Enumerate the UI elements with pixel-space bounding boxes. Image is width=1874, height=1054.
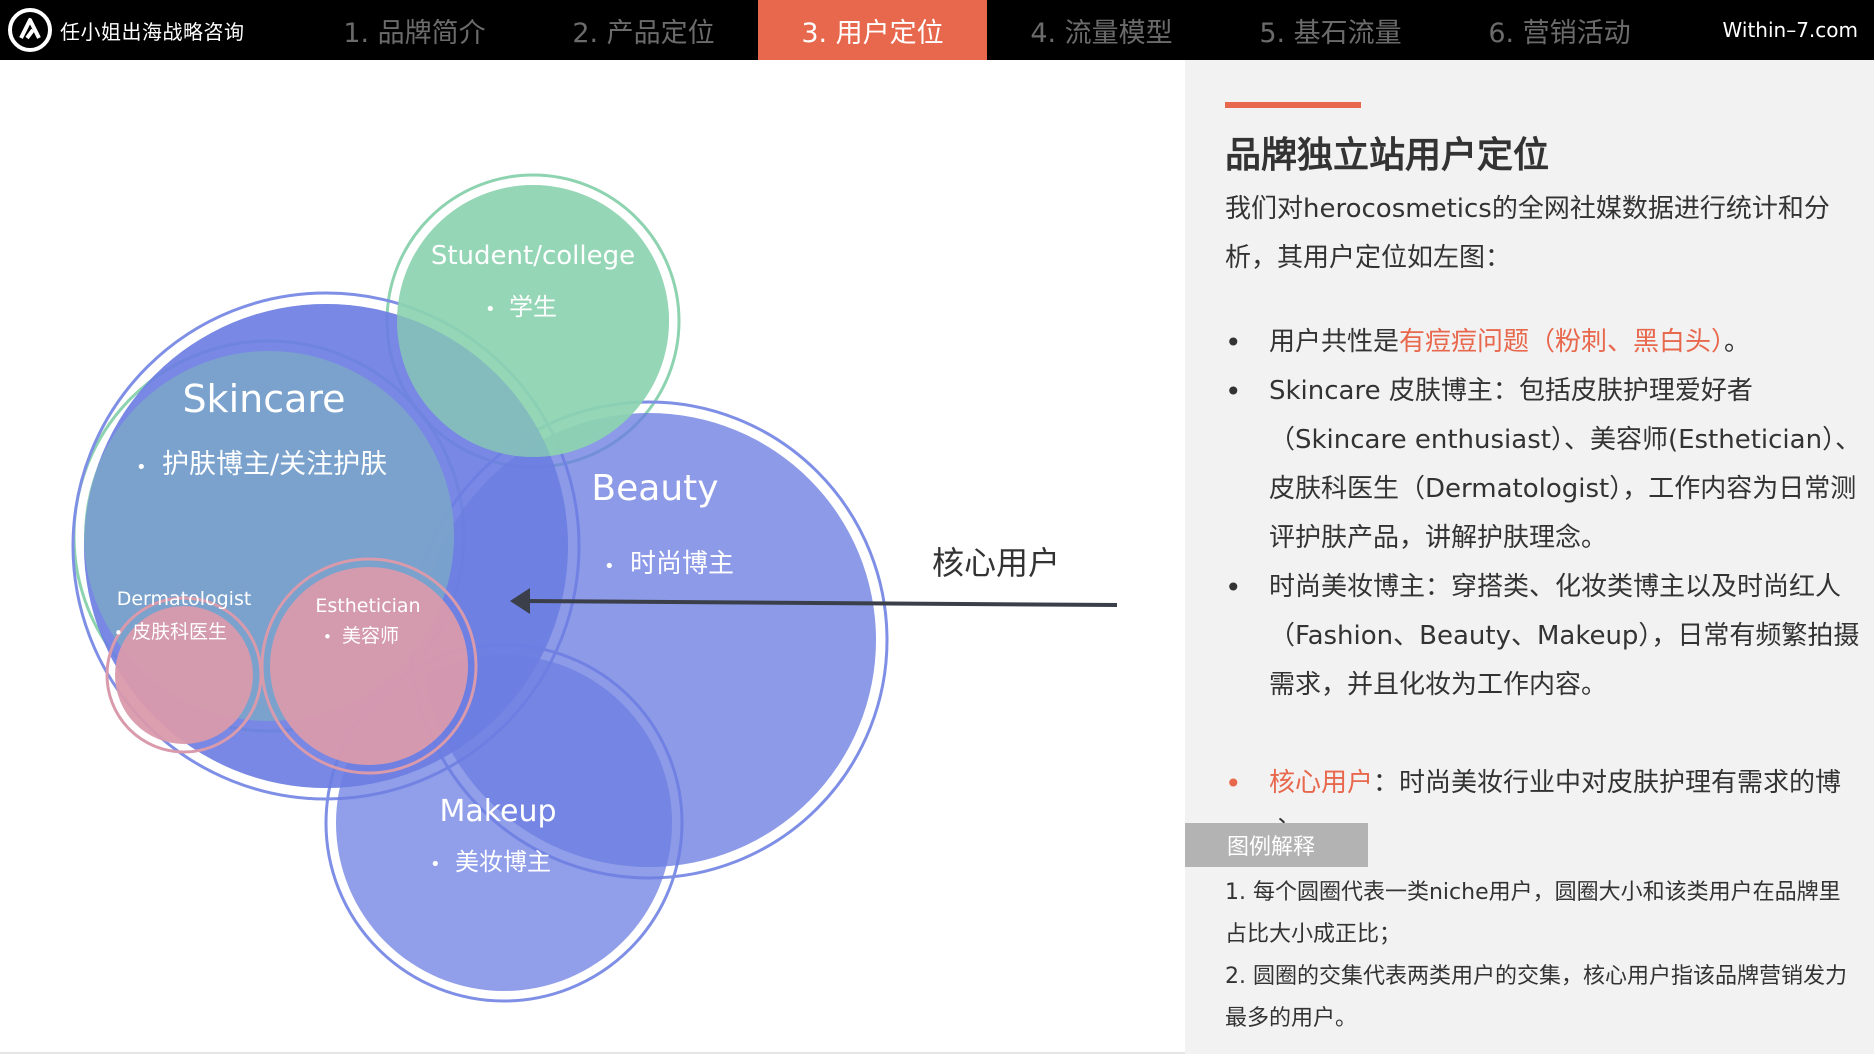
esthetician-circle [270, 567, 468, 765]
skincare-bullet: • [136, 457, 147, 478]
bullet-fashion-beauty: 时尚美妆博主：穿搭类、化妆类博主以及时尚红人（Fashion、Beauty、Ma… [1225, 563, 1865, 710]
beauty-sub: 时尚博主 [630, 549, 734, 579]
tab-marketing-events[interactable]: 6. 营销活动 [1488, 17, 1631, 49]
skincare-sub: 护肤博主/关注护肤 [162, 449, 387, 480]
core-user-desc: ：时尚美妆行业中对皮肤护理有需求的博主。 [1269, 768, 1842, 847]
bullet-core-user: 核心用户：时尚美妆行业中对皮肤护理有需求的博主。 [1225, 759, 1865, 857]
bullet-list: 用户共性是有痘痘问题（粉刺、黑白头）。 Skincare 皮肤博主：包括皮肤护理… [1225, 318, 1865, 857]
student-bullet: • [485, 299, 496, 320]
dermatologist-circle [115, 606, 253, 744]
dermatologist-sub: 皮肤科医生 [132, 621, 227, 643]
user-venn-diagram: Mom/Mama • 妈妈 Student/college • 学生 Skinc… [0, 60, 1185, 1054]
beauty-title: Beauty [591, 468, 718, 509]
description-panel: 品牌独立站用户定位 我们对herocosmetics的全网社媒数据进行统计和分析… [1185, 60, 1874, 1054]
legend-text: 1. 每个圆圈代表一类niche用户，圆圈大小和该类用户在品牌里占比大小成正比；… [1225, 872, 1855, 1040]
tab-user-positioning[interactable]: 3. 用户定位 [758, 0, 987, 60]
core-user-arrow-line [525, 599, 1118, 607]
tab-brand-intro[interactable]: 1. 品牌简介 [343, 17, 486, 49]
legend-item-2: 2. 圆圈的交集代表两类用户的交集，核心用户指该品牌营销发力最多的用户。 [1225, 964, 1847, 1031]
title-accent-line [1225, 102, 1361, 108]
core-user-label: 核心用户 [932, 544, 1060, 582]
top-navigation-bar: 任小姐出海战略咨询 1. 品牌简介 2. 产品定位 3. 用户定位 4. 流量模… [0, 0, 1874, 60]
student-title: Student/college [431, 241, 635, 271]
intro-paragraph: 我们对herocosmetics的全网社媒数据进行统计和分析，其用户定位如左图： [1225, 194, 1830, 273]
esthetician-title: Esthetician [315, 595, 420, 617]
core-user-arrow-head [510, 588, 530, 614]
esthetician-ring [260, 557, 478, 775]
student-overlay [397, 185, 669, 457]
makeup-bullet: • [430, 854, 441, 875]
bullet-common-highlight: 有痘痘问题（粉刺、黑白头） [1399, 327, 1725, 357]
mom-bullet: • [245, 249, 256, 270]
legend-item-1: 1. 每个圆圈代表一类niche用户，圆圈大小和该类用户在品牌里占比大小成正比； [1225, 880, 1841, 947]
tab-traffic-model[interactable]: 4. 流量模型 [1030, 17, 1173, 49]
brand[interactable]: 任小姐出海战略咨询 [0, 0, 300, 60]
legend-tag: 图例解释 [1185, 823, 1368, 867]
brand-logo-icon [6, 6, 54, 54]
makeup-title: Makeup [439, 794, 556, 829]
venn-svg: Mom/Mama • 妈妈 Student/college • 学生 Skinc… [71, 173, 1118, 1003]
bottom-divider [0, 1052, 1185, 1054]
bullet-common-suffix: 。 [1724, 327, 1751, 357]
student-sub: 学生 [509, 293, 557, 321]
core-user-label-text: 核心用户 [1269, 768, 1374, 798]
tab-base-traffic[interactable]: 5. 基石流量 [1259, 17, 1402, 49]
esthetician-sub: 美容师 [342, 625, 399, 647]
esthetician-bullet: • [323, 628, 332, 646]
brand-name: 任小姐出海战略咨询 [60, 19, 245, 44]
site-url[interactable]: Within–7.com [1722, 18, 1858, 42]
bullet-skincare: Skincare 皮肤博主：包括皮肤护理爱好者（Skincare enthusi… [1225, 367, 1865, 563]
skincare-title: Skincare [182, 377, 345, 421]
makeup-sub: 美妆博主 [455, 848, 551, 876]
dermatologist-title: Dermatologist [117, 588, 252, 610]
panel-title: 品牌独立站用户定位 [1225, 135, 1550, 176]
beauty-bullet: • [604, 556, 615, 577]
mom-sub: 妈妈 [265, 246, 309, 271]
bullet-common-prefix: 用户共性是 [1269, 327, 1400, 357]
section-tabs: 1. 品牌简介 2. 产品定位 3. 用户定位 4. 流量模型 5. 基石流量 … [300, 0, 1674, 60]
bullet-common-trait: 用户共性是有痘痘问题（粉刺、黑白头）。 [1225, 318, 1865, 367]
mom-title: Mom/Mama [200, 190, 340, 218]
tab-product-positioning[interactable]: 2. 产品定位 [572, 17, 715, 49]
dermatologist-bullet: • [114, 624, 123, 642]
